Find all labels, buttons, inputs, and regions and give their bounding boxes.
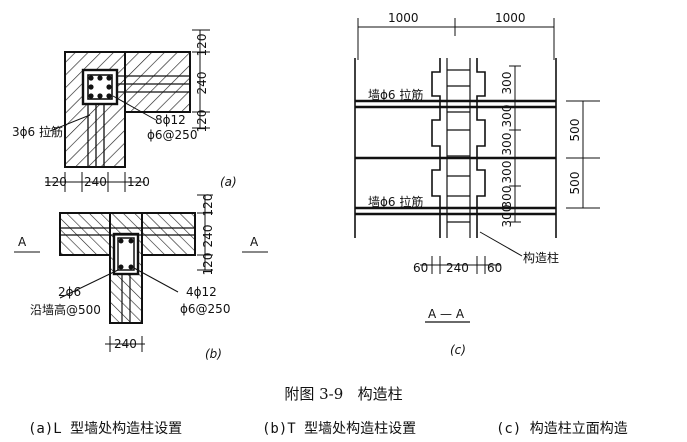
- panel-a-label: (a): [220, 175, 237, 189]
- panel-c-dim-top-2: 1000: [495, 11, 526, 25]
- subcaption-c: (c) 构造柱立面构造: [496, 421, 628, 437]
- panel-b-tie-spacing: 沿墙高@500: [30, 302, 101, 317]
- panel-b-t-wall: [14, 194, 268, 352]
- panel-c-dim-300-3: 300: [500, 133, 514, 156]
- panel-c-column-label: 构造柱: [523, 250, 559, 265]
- panel-a-dim-right-3: 120: [195, 110, 209, 133]
- panel-c-dim-300-1: 300: [500, 72, 514, 95]
- panel-a-stirrup: ϕ6@250: [147, 128, 197, 142]
- panel-a-dim-right-2: 240: [195, 72, 209, 95]
- panel-a-dim-bottom-3: 120: [127, 175, 150, 189]
- panel-a-rebar-main: 8ϕ12: [155, 113, 186, 127]
- panel-c-dim-300-5: 300: [500, 186, 514, 209]
- panel-b-dim-bottom: 240: [114, 337, 137, 351]
- panel-b-section-mark-left: A: [18, 235, 27, 249]
- panel-c-dim-300-6: 300: [500, 205, 514, 228]
- panel-c-dim-500-2: 500: [568, 172, 582, 195]
- structural-column-figure: 120 240 120 8ϕ12 ϕ6@250 3ϕ6 拉筋 120 240 1…: [12, 11, 600, 361]
- panel-c-dim-bottom-3: 60: [487, 261, 502, 275]
- panel-c-texts: 1000 1000 墙ϕ6 拉筋 墙ϕ6 拉筋 300 300 300 300 …: [368, 11, 582, 357]
- panel-c-section-label: A — A: [428, 307, 465, 321]
- panel-b-dim-right-1: 120: [201, 194, 215, 217]
- panel-c-tie-label-upper: 墙ϕ6 拉筋: [368, 87, 423, 102]
- panel-b-label: (b): [205, 347, 222, 361]
- subcaption-b: (b)T 型墙处构造柱设置: [262, 421, 417, 437]
- panel-a-tie-bars: 3ϕ6 拉筋: [12, 124, 63, 139]
- panel-a-l-wall: [45, 29, 210, 192]
- panel-b-section-mark-right: A: [250, 235, 259, 249]
- panel-b-stirrup: ϕ6@250: [180, 302, 230, 316]
- panel-c-column-right-edge: [476, 58, 486, 238]
- panel-c-label: (c): [450, 343, 466, 357]
- panel-c-dim-300-4: 300: [500, 161, 514, 184]
- panel-c-dim-bottom-2: 240: [446, 261, 469, 275]
- panel-c-dim-bottom-1: 60: [413, 261, 428, 275]
- panel-c-dim-500-1: 500: [568, 119, 582, 142]
- panel-c-tie-label-lower: 墙ϕ6 拉筋: [368, 194, 423, 209]
- panel-c-dim-300-2: 300: [500, 105, 514, 128]
- figure-title: 附图 3-9 构造柱: [284, 385, 403, 403]
- panel-a-dim-bottom-2: 240: [84, 175, 107, 189]
- panel-a-texts: 120 240 120 8ϕ12 ϕ6@250 3ϕ6 拉筋 120 240 1…: [12, 34, 237, 189]
- panel-a-dim-bottom-1: 120: [44, 175, 67, 189]
- panel-b-dim-right-3: 120: [201, 253, 215, 276]
- panel-c-dim-top-1: 1000: [388, 11, 419, 25]
- panel-c-elevation: [354, 18, 600, 323]
- panel-b-tie-bars: 2ϕ6: [58, 285, 81, 299]
- panel-a-dim-right-1: 120: [195, 34, 209, 57]
- panel-b-rebar-main: 4ϕ12: [186, 285, 217, 299]
- panel-b-texts: A A 120 240 120 2ϕ6 沿墙高@500 4ϕ12 ϕ6@250 …: [18, 194, 259, 361]
- subcaption-a: (a)L 型墙处构造柱设置: [28, 421, 183, 437]
- panel-c-column-left-edge: [431, 58, 441, 238]
- panel-b-dim-right-2: 240: [201, 225, 215, 248]
